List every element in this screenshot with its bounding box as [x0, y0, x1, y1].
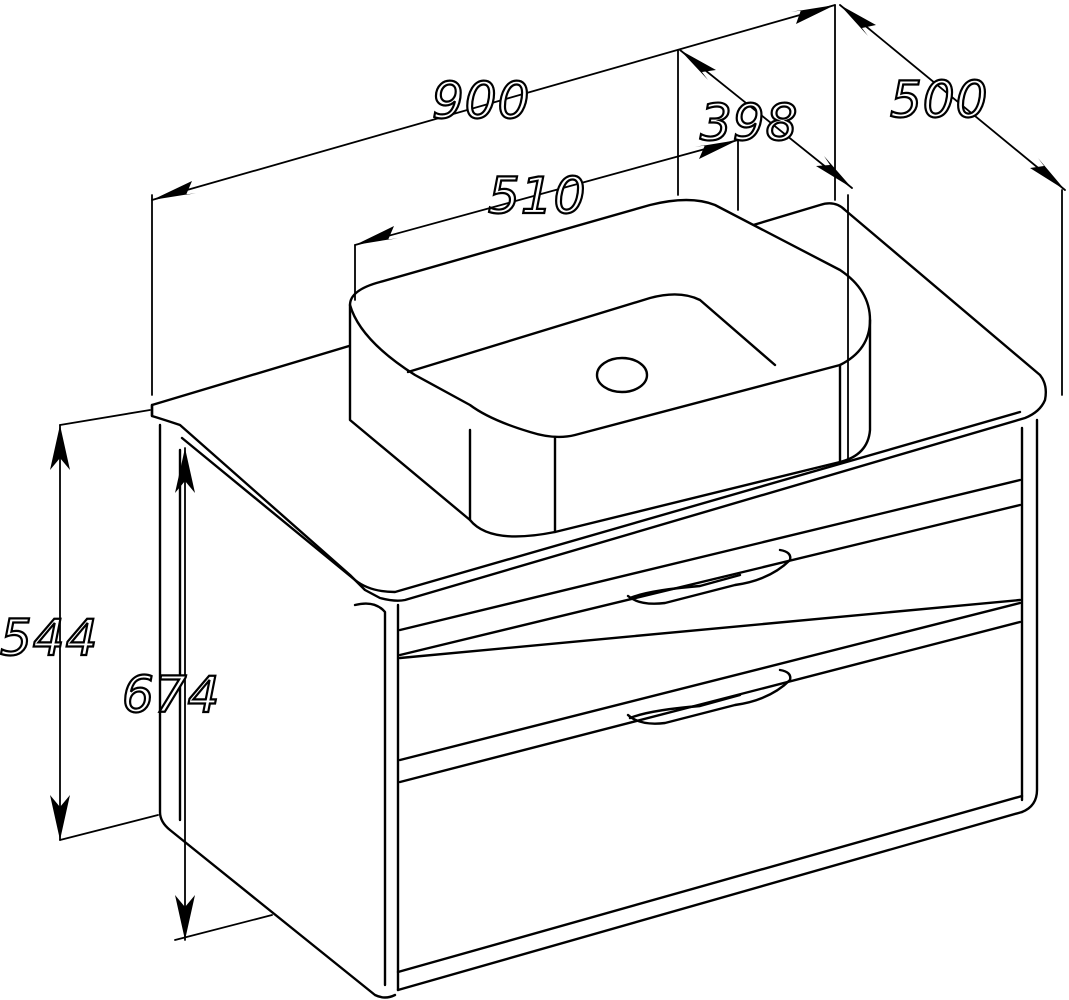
- dim-total-height-label: 674: [122, 666, 220, 724]
- cabinet-side-panel: [158, 423, 397, 999]
- dimension-lines: [50, 4, 1066, 941]
- basin: [348, 198, 872, 538]
- top-drawer: [398, 478, 1022, 632]
- dim-basin-depth-label: 398: [700, 94, 798, 152]
- front-frame-left: [353, 602, 387, 987]
- cabinet: [158, 418, 1039, 999]
- basin-rim: [348, 303, 872, 439]
- cabinet-bottom: [396, 810, 1024, 992]
- middle-drawer-handle: [626, 668, 792, 725]
- dim-width-label: 900: [432, 72, 530, 130]
- middle-drawer: [398, 598, 1022, 660]
- dim-depth-label: 500: [890, 71, 988, 129]
- countertop-front-edge: [180, 410, 1022, 594]
- dim-basin-width-label: 510: [488, 167, 586, 225]
- basin-bowl: [406, 293, 777, 374]
- top-drawer-handle: [626, 548, 792, 605]
- front-frame-right: [1020, 418, 1039, 814]
- drain: [595, 356, 649, 394]
- dim-cabinet-height-label: 544: [0, 609, 98, 667]
- basin-outer: [348, 198, 872, 538]
